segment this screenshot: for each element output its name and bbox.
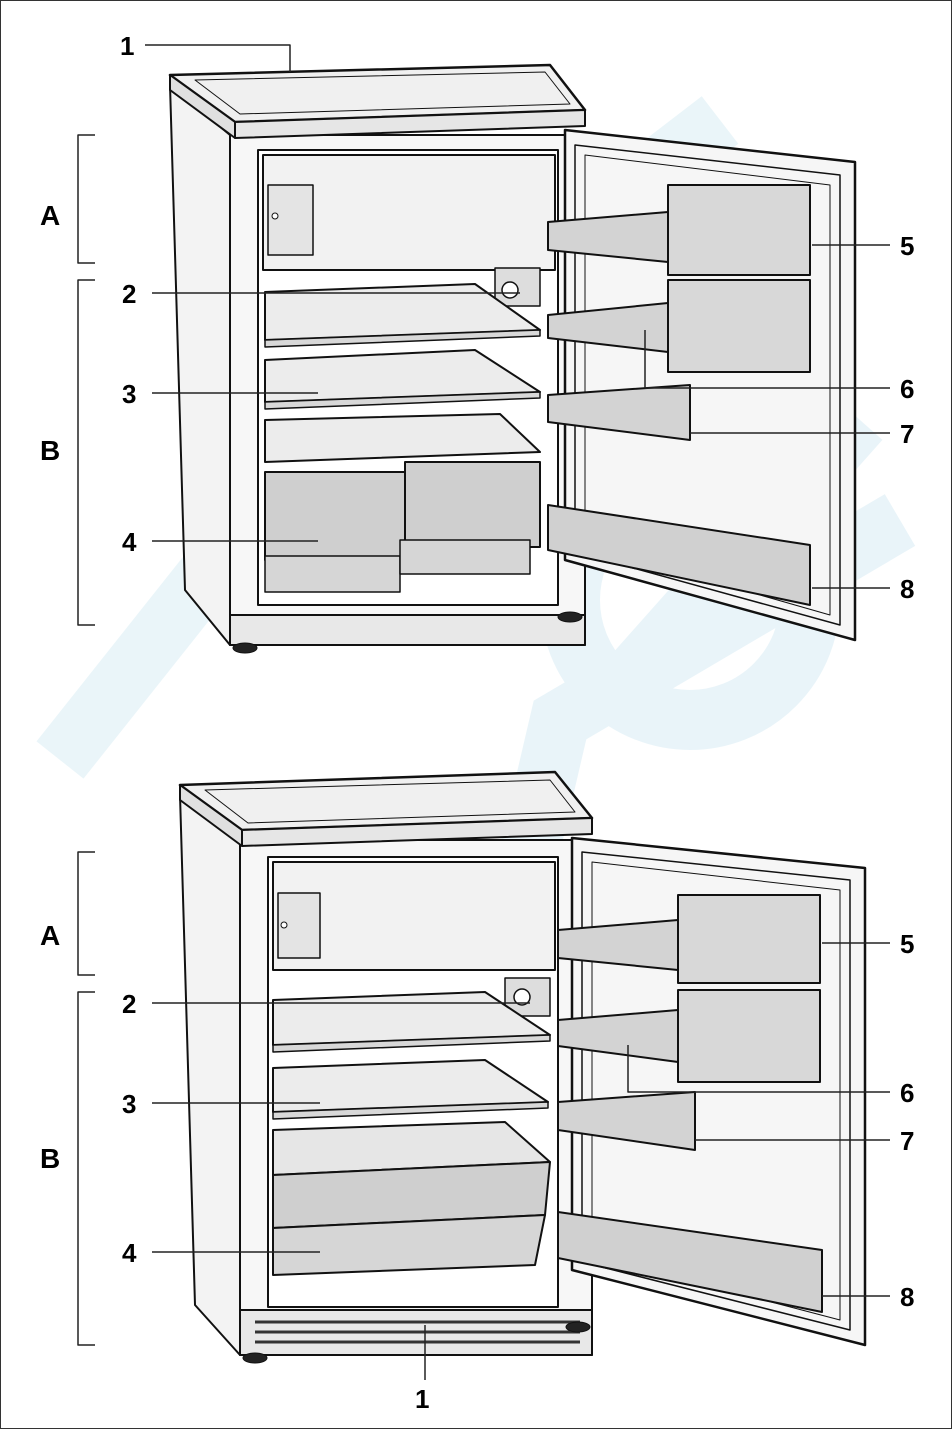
callout-lamp: 2 — [122, 279, 136, 309]
labels-bottom: 2 3 4 5 6 7 8 1 A B — [40, 920, 914, 1414]
callout-door-box: 5 — [900, 929, 914, 959]
callout-shelf: 3 — [122, 379, 136, 409]
zone-freezer: A — [40, 920, 60, 951]
callout-bottle-shelf: 8 — [900, 574, 914, 604]
labels-top: 1 2 3 4 5 6 7 8 A B — [40, 31, 914, 604]
callout-bottle-shelf: 8 — [900, 1282, 914, 1312]
callout-egg-tray: 6 — [900, 374, 914, 404]
callout-door-box: 5 — [900, 231, 914, 261]
callout-drawer: 4 — [122, 1238, 137, 1268]
callout-door-shelf: 7 — [900, 1126, 914, 1156]
callout-egg-tray: 6 — [900, 1078, 914, 1108]
callout-vent: 1 — [415, 1384, 429, 1414]
callout-top: 1 — [120, 31, 134, 61]
zone-fridge: B — [40, 1143, 60, 1174]
fridge-top — [77, 44, 890, 654]
callout-lamp: 2 — [122, 989, 136, 1019]
fridge-bottom — [77, 770, 890, 1380]
callout-shelf: 3 — [122, 1089, 136, 1119]
zone-fridge: B — [40, 435, 60, 466]
callout-door-shelf: 7 — [900, 419, 914, 449]
zone-freezer: A — [40, 200, 60, 231]
callout-drawer: 4 — [122, 527, 137, 557]
